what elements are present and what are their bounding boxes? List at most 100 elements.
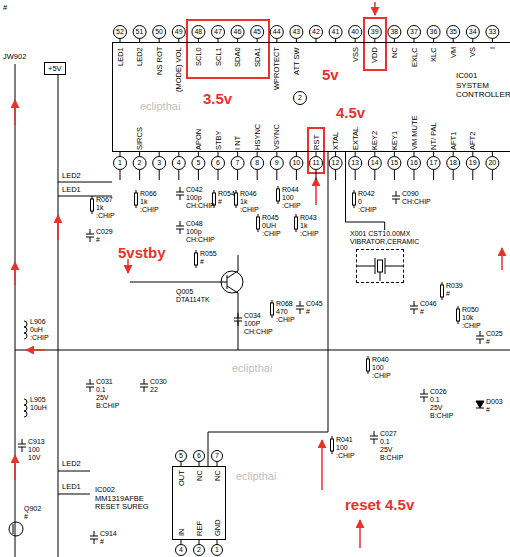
pin-name: NC: [213, 470, 222, 481]
pin-symbol: [433, 170, 434, 181]
pin-symbol: [394, 170, 395, 181]
pin-name: VSYNC: [272, 124, 281, 150]
component-symbol: [22, 439, 23, 444]
pin-number: 42: [312, 28, 320, 36]
pin-number: 18: [449, 159, 457, 167]
pin-symbol: [217, 540, 218, 545]
pin-number: 9: [275, 159, 279, 167]
component-label: R045 0UH :CHIP: [262, 214, 281, 238]
watermark: eclipthai: [140, 100, 180, 113]
component-symbol: [410, 306, 418, 307]
signal-label: #: [3, 3, 7, 12]
component-label: R041 100 :CHIP: [336, 436, 355, 460]
component-symbol: [136, 205, 137, 208]
pin-symbol: [276, 152, 277, 157]
component-symbol: [420, 394, 428, 395]
pin-symbol: [114, 26, 127, 39]
wire: [15, 64, 510, 557]
pin-symbol: [408, 26, 421, 39]
pin-symbol: [329, 26, 342, 39]
component-symbol: [180, 195, 181, 200]
pin-number: 36: [430, 28, 438, 36]
pin-symbol: [133, 26, 146, 39]
component-symbol: [24, 399, 27, 417]
component-symbol: [90, 387, 91, 392]
pin-symbol: [192, 26, 205, 39]
pin-name: LED1: [116, 47, 125, 66]
pin-symbol: [212, 26, 225, 39]
pin-name: IN: [177, 529, 186, 537]
component-symbol: [176, 226, 184, 227]
pin-number: 2: [197, 546, 201, 554]
component-label: R050 10k :CHIP: [462, 306, 481, 330]
pin-number: 2: [298, 94, 302, 102]
pin-number: 7: [215, 452, 219, 460]
pin-symbol: [276, 170, 277, 181]
component-symbol: [374, 439, 375, 444]
pin-symbol: [408, 157, 421, 170]
pin-name: VS: [468, 47, 477, 57]
connector-wire: [208, 152, 328, 466]
component-symbol: [86, 234, 94, 235]
component-symbol: [278, 201, 279, 204]
red-arrow: [26, 349, 45, 351]
pin-symbol: [290, 26, 303, 39]
component-symbol: [353, 193, 356, 205]
pin-name: GND: [213, 519, 222, 536]
component-label: C034 100P CH:CHIP: [244, 312, 273, 336]
pin-symbol: [153, 26, 166, 39]
component-symbol: [135, 190, 138, 208]
pin-symbol: [453, 152, 454, 157]
component-label: R055 #: [200, 250, 217, 266]
pin-symbol: [296, 152, 297, 157]
pin-symbol: [349, 26, 362, 39]
pin-symbol: [237, 170, 238, 181]
component-symbol: [424, 397, 425, 402]
pin-number: 52: [116, 28, 124, 36]
pin-number: 10: [292, 159, 300, 167]
voltage-note: 4.5v: [336, 104, 365, 121]
red-arrow: [127, 259, 129, 273]
component-symbol: [370, 431, 378, 444]
pin-number: 16: [410, 159, 418, 167]
component-symbol: [180, 229, 181, 234]
pin-number: 33: [488, 28, 496, 36]
pin-number: 45: [253, 28, 261, 36]
pin-symbol: [466, 157, 479, 170]
component-symbol: [272, 315, 273, 318]
pin-number: 40: [351, 28, 359, 36]
component-symbol: [24, 321, 27, 339]
red-arrow: [14, 262, 16, 285]
pin-symbol: [290, 157, 303, 170]
component-symbol: [140, 384, 148, 385]
pin-number: 6: [216, 159, 220, 167]
pin-number: 39: [371, 28, 379, 36]
pin-symbol: [427, 157, 440, 170]
pin-symbol: [270, 157, 283, 170]
pin-symbol: [251, 26, 264, 39]
pin-symbol: [492, 170, 493, 181]
voltage-note: 3.5v: [203, 90, 232, 107]
pin-symbol: [329, 157, 342, 170]
pin-name: VSS: [351, 47, 360, 62]
component-symbol: [271, 300, 274, 318]
pin-name: EXTAL: [351, 127, 360, 150]
component-label: R046 1k :CHIP: [240, 190, 259, 214]
pin-symbol: [472, 152, 473, 157]
pin-symbol: [447, 26, 460, 39]
pin-symbol: [414, 170, 415, 181]
signal-label: LED2: [62, 459, 81, 468]
pin-name: NS ROT: [155, 47, 164, 75]
pin-name: EXLC: [410, 47, 419, 67]
component-symbol: [236, 205, 237, 208]
pin-symbol: [368, 26, 381, 39]
component-symbol: [414, 309, 415, 314]
pin-number: 5: [179, 452, 183, 460]
component-symbol: [235, 190, 238, 208]
pin-symbol: [355, 170, 356, 181]
pin-symbol: [114, 26, 499, 556]
component-symbol: [476, 331, 484, 344]
component-symbol: [331, 439, 334, 451]
pin-symbol: [172, 26, 185, 39]
pin-name: STBY: [214, 130, 223, 150]
